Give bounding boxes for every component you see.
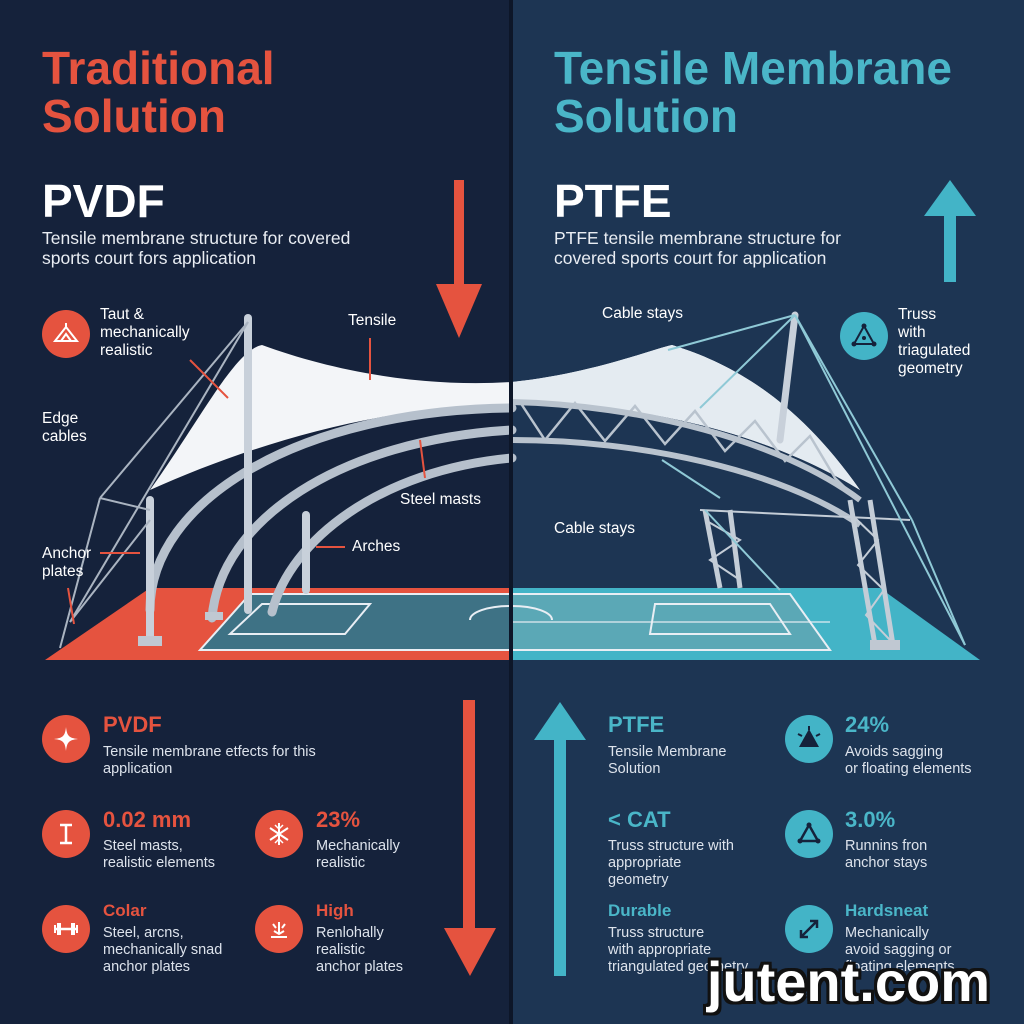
- right-panel: [512, 0, 1024, 1024]
- truss-callout-icon-circle: [840, 312, 888, 360]
- label-truss: Truss with triagulated geometry: [898, 306, 971, 377]
- stat-durable-title: Durable: [608, 901, 672, 920]
- stat-colar-desc: Steel, arcns, mechanically snad anchor p…: [103, 925, 223, 975]
- right-heading-line1: Tensile Membrane: [554, 42, 952, 94]
- stat-percent-title: 23%: [316, 807, 361, 832]
- left-heading-line2: Solution: [42, 90, 226, 142]
- stat-pvdf-icon-circle: [42, 715, 90, 763]
- truss-triangle-icon: [851, 323, 877, 347]
- label-steel-masts: Steel masts: [400, 491, 481, 508]
- stat-high-title: High: [316, 901, 354, 920]
- label-cable-stays-mid: Cable stays: [554, 520, 635, 537]
- stat-colar-title: Colar: [103, 901, 147, 920]
- i-beam-icon: [60, 823, 72, 845]
- label-edge-cables: Edge cables: [42, 410, 87, 445]
- left-description: Tensile membrane structure for covered s…: [42, 228, 351, 268]
- dumbbell-icon: [54, 923, 78, 935]
- stat-thickness-title: 0.02 mm: [103, 807, 192, 832]
- left-heading-line1: Traditional: [42, 42, 275, 94]
- stat-percent-icon-circle: [255, 810, 303, 858]
- stat-24-title: 24%: [845, 712, 890, 737]
- stat-durable-desc: Truss structure with appropriate triangu…: [608, 925, 749, 975]
- taut-callout-icon-circle: [42, 310, 90, 358]
- right-up-arrow-icon: [924, 180, 976, 282]
- stat-thickness-desc: Steel masts, realistic elements: [103, 838, 216, 871]
- stat-30-title: 3.0%: [845, 807, 896, 832]
- star-icon: [54, 727, 78, 751]
- stat-hardsneat-title: Hardsneat: [845, 901, 929, 920]
- stat-30-icon-circle: [785, 810, 833, 858]
- arch-middle: [207, 425, 517, 623]
- right-heading: Tensile Membrane Solution: [554, 44, 952, 140]
- left-down-arrow-icon: [436, 180, 482, 338]
- warning-triangle-icon: [797, 726, 821, 747]
- stat-24-desc: Avoids sagging or floating elements: [845, 744, 972, 777]
- stat-ptfe-desc: Tensile Membrane Solution: [608, 744, 727, 777]
- stat-high-desc: Renlohally realistic anchor plates: [316, 925, 404, 975]
- stat-30-desc: Runnins fron anchor stays: [845, 838, 928, 871]
- stat-pvdf-title: PVDF: [103, 712, 162, 737]
- left-long-down-arrow-icon: [444, 700, 496, 976]
- right-description: PTFE tensile membrane structure for cove…: [554, 228, 841, 268]
- right-heading-line2: Solution: [554, 90, 738, 142]
- stat-colar-icon-circle: [42, 905, 90, 953]
- label-anchor-plates: Anchor plates: [42, 545, 92, 580]
- stat-thickness-icon-circle: [42, 810, 90, 858]
- impact-icon: [271, 922, 287, 938]
- label-tensile: Tensile: [348, 312, 397, 329]
- diagonal-arrows-icon: [799, 919, 819, 939]
- stat-ptfe-title: PTFE: [608, 712, 665, 737]
- label-cable-stays-top: Cable stays: [602, 305, 683, 322]
- left-panel: [0, 0, 512, 1024]
- label-arches: Arches: [352, 538, 401, 555]
- stat-hardsneat-desc: Mechanically avoid sagging or floating e…: [845, 925, 955, 975]
- watermark: jutent.com: [706, 950, 990, 1013]
- tent-icon: [52, 323, 80, 342]
- label-taut: Taut & mechanically realistic: [100, 306, 190, 359]
- stat-cat-title: < CAT: [608, 807, 671, 832]
- triangle-nodes-icon: [797, 822, 821, 844]
- stat-percent-desc: Mechanically realistic: [316, 838, 400, 871]
- left-heading: Traditional Solution: [42, 44, 275, 140]
- snowflake-icon: [269, 823, 289, 845]
- center-divider: [509, 0, 513, 1024]
- stat-high-icon-circle: [255, 905, 303, 953]
- left-code: PVDF: [42, 175, 165, 227]
- right-code: PTFE: [554, 175, 672, 227]
- stat-hardsneat-icon-circle: [785, 905, 833, 953]
- stat-pvdf-desc: Tensile membrane etfects for this applic…: [103, 744, 316, 777]
- stat-24-icon-circle: [785, 715, 833, 763]
- stat-cat-desc: Truss structure with appropriate geometr…: [608, 838, 734, 888]
- court-structure-illustration: [45, 311, 980, 660]
- right-long-up-arrow-icon: [534, 702, 586, 976]
- arch-inner: [267, 453, 517, 617]
